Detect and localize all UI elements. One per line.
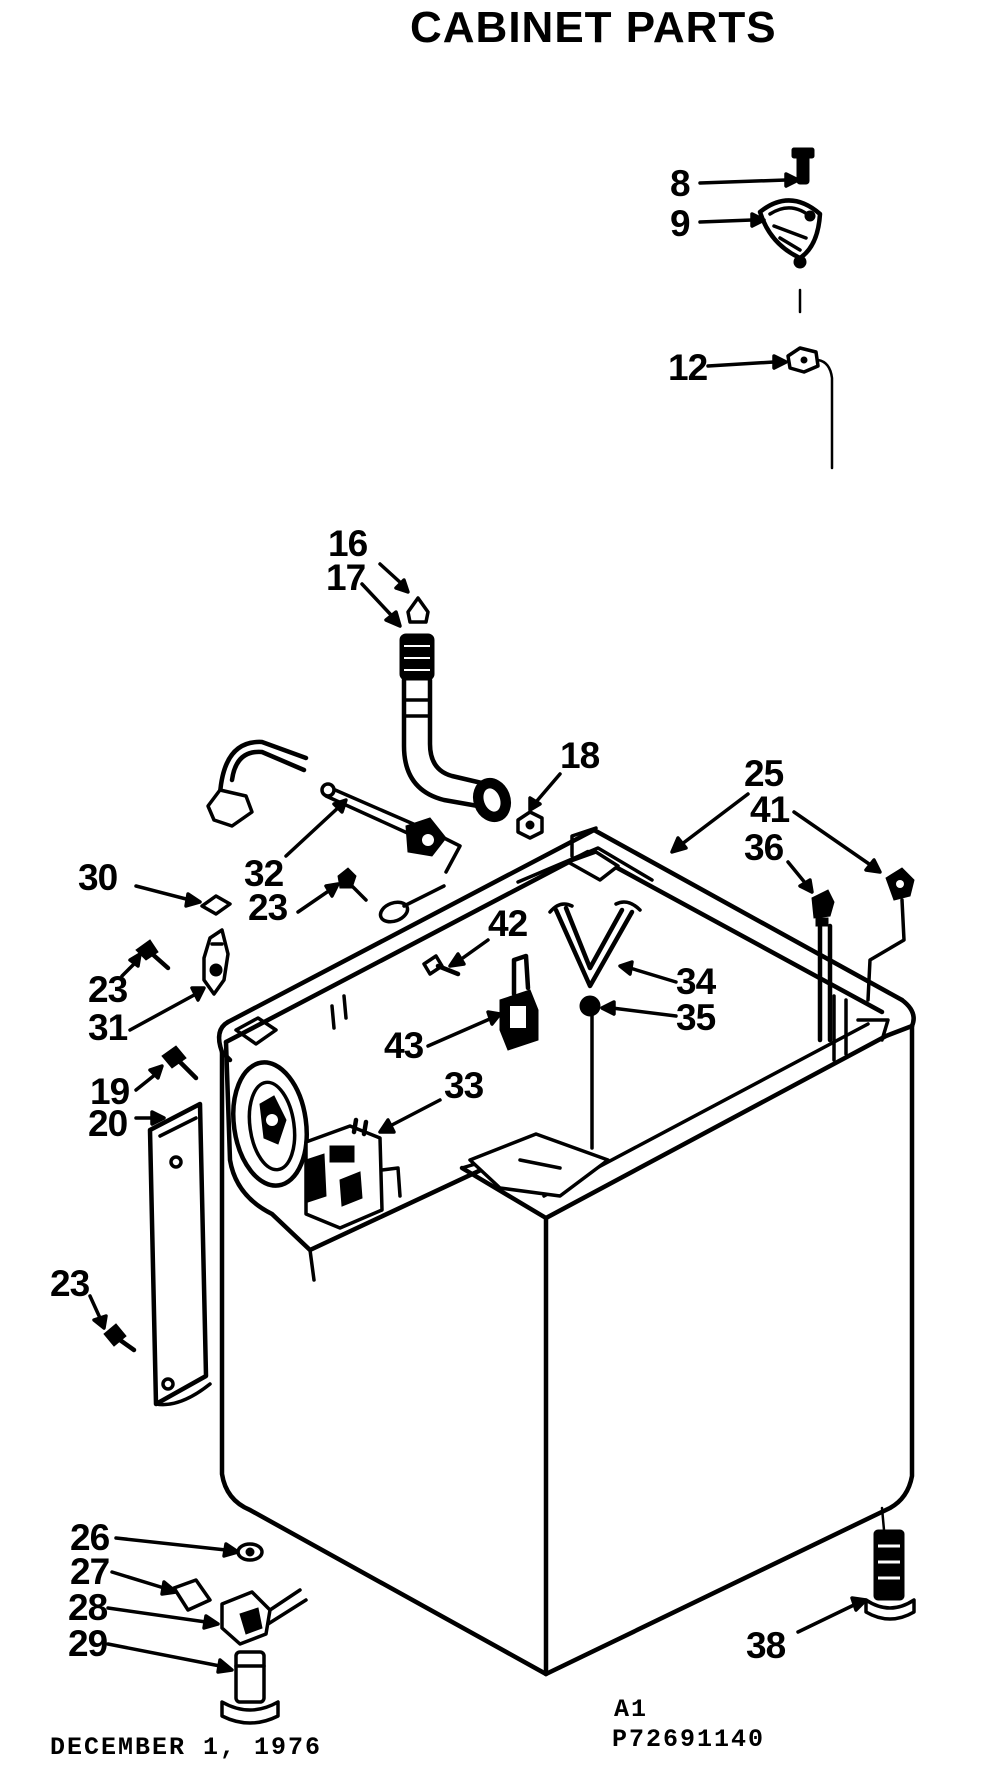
callout-17: 17 [326,557,365,598]
callout-35: 35 [676,997,716,1038]
callout-9: 9 [670,203,690,244]
part-41-plug [866,867,915,1002]
callout-20: 20 [88,1103,128,1144]
callout-16: 16 [328,523,368,564]
callout-18: 18 [560,735,600,776]
callout-42: 42 [488,903,528,944]
part-18-nut [516,810,544,840]
part-20-side-panel [147,1101,212,1407]
part-17-lower-fitting [472,777,512,823]
part-32-rod-end [405,817,447,857]
callout-32: 32 [244,853,284,894]
callout-28: 28 [68,1587,108,1628]
part-34-suspension [548,900,642,989]
part-19-screw [161,1045,199,1081]
part-23-screw-c [103,1323,137,1353]
part-38-leveling-leg [864,1506,916,1621]
callout-29: 29 [68,1623,108,1664]
part-25-cabinet [216,826,916,1677]
callout-43: 43 [384,1025,424,1066]
part-16-cap [406,596,430,624]
part-17-fitting [399,633,435,681]
callout-labels: 8 9 12 16 17 18 25 41 36 30 32 23 42 34 … [50,163,791,1666]
callout-25: 25 [744,753,784,794]
part-28-bracket [220,1588,308,1646]
footer-date: DECEMBER 1, 1976 [50,1733,322,1762]
callout-41: 41 [750,789,790,830]
part-27-pin [172,1578,212,1612]
callout-23-c: 23 [50,1263,90,1304]
callout-23-b: 23 [88,969,128,1010]
part-42-bolt [422,954,461,977]
footer-code-line1: A1 [614,1695,648,1724]
part-33-timer [304,1117,402,1230]
part-29-leg [220,1650,280,1725]
callout-26: 26 [70,1517,110,1558]
callout-31: 31 [88,1007,128,1048]
parts-group-top-right [757,147,834,470]
part-9-clamp [757,198,823,269]
part-31-latch [202,928,230,996]
callout-19: 19 [90,1071,130,1112]
callout-23-a: 23 [248,887,288,928]
parts-group-hose [399,596,544,840]
callout-38: 38 [746,1625,786,1666]
callout-8: 8 [670,163,690,204]
part-30-clip [200,894,232,916]
callout-33: 33 [444,1065,484,1106]
callout-12: 12 [668,347,708,388]
footer: DECEMBER 1, 1976 A1 P72691140 [50,1695,765,1762]
callout-34: 34 [676,961,717,1002]
part-20-motor-housing [231,1060,309,1188]
part-23-washer [378,884,446,924]
callout-27: 27 [70,1551,109,1592]
part-8-screw [791,147,815,185]
part-26-washer [236,1542,264,1562]
callout-30: 30 [78,857,118,898]
diagram-title: CABINET PARTS [410,3,777,52]
part-35-ball [579,995,601,1017]
part-12-nut [786,346,834,470]
part-43-switch [499,953,539,1051]
part-32-hinge-rod [206,739,462,874]
part-36-grommet [811,889,835,1043]
part-23-screw-a [337,867,368,902]
footer-code-line2: P72691140 [612,1725,765,1754]
leader-lines [88,172,882,1674]
callout-36: 36 [744,827,784,868]
